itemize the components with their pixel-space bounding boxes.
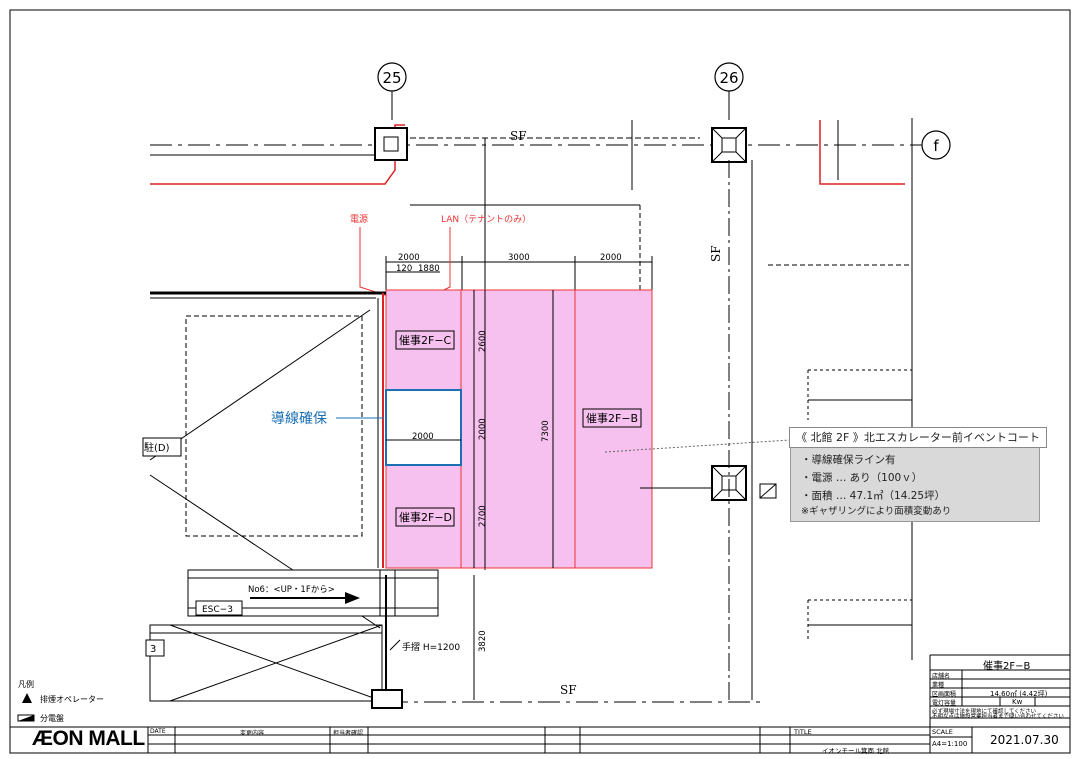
sf-label-bottom: SF (560, 683, 577, 697)
callout-note: ※ギャザリングにより面積変動あり (801, 506, 952, 517)
area-label-b: 催事2F−B (586, 411, 638, 425)
escalator-label: ESC−3 (202, 605, 233, 615)
grid-label-25: 25 (382, 69, 401, 87)
tb-title-value: イオンモール箕面 北館 (822, 747, 890, 755)
tb-scale-value: A4=1:100 (932, 740, 968, 748)
dim-7300: 7300 (541, 420, 551, 442)
tb-row-power: 電灯容量 (932, 700, 957, 707)
tb-note-1: 必ず現場寸法を現地にて確認してください (932, 709, 1037, 715)
tb-area-value: 14.60㎡ (4.42坪) (990, 690, 1048, 698)
handrail-label: 手摺 H=1200 (402, 641, 460, 653)
dim-2000-v: 2000 (478, 418, 488, 440)
area-label-d: 催事2F−D (399, 510, 452, 524)
callout-title: 《 北館 2F 》北エスカレーター前イベントコート (789, 427, 1047, 448)
sf-label-top: SF (510, 129, 527, 143)
tb-scale-label: SCALE (932, 728, 953, 736)
legend-distribution-board: 分電盤 (40, 714, 64, 723)
grid-label-26: 26 (719, 69, 738, 87)
callout-line-power: ・電源 … あり（100ｖ） (801, 472, 923, 484)
lan-label: LAN（テナントのみ） (441, 214, 531, 225)
tb-row-store: 店舗名 (932, 673, 951, 680)
tb-row-area: 区画面積 (932, 691, 957, 698)
legend-smoke-operator: 排煙オペレーター (40, 695, 104, 704)
area-2f-center (460, 289, 576, 569)
area-2f-b (574, 289, 653, 569)
callout-line-area: ・面積 … 47.1㎡（14.25坪） (801, 490, 946, 502)
tb-check-label: 担当者確認 (333, 730, 364, 737)
dim-2700: 2700 (478, 505, 488, 527)
dim-2000-left: 2000 (398, 253, 420, 263)
dim-1880: 1880 (418, 264, 440, 274)
route-label: 導線確保 (271, 411, 327, 427)
room-d-label: 駐(D) (144, 441, 170, 454)
tb-row-type: 業種 (932, 682, 945, 689)
dim-2600: 2600 (478, 330, 488, 352)
route-box (385, 389, 462, 466)
callout-line-route: ・導線確保ライン有 (801, 454, 896, 466)
tb-revision-label: 変更内容 (240, 730, 265, 737)
grid-label-f: f (933, 137, 939, 155)
tb-note-2: 不明な点は施設営業担当者まで問い合わせてください (932, 714, 1064, 720)
dim-3000: 3000 (508, 253, 530, 263)
sf-label-vertical: SF (709, 245, 723, 262)
tb-date-label: DATE (150, 728, 166, 735)
dim-3820: 3820 (478, 630, 488, 652)
power-label: 電源 (350, 214, 368, 225)
tb-date: 2021.07.30 (990, 733, 1059, 747)
stair-number: 3 (150, 644, 156, 655)
tb-name: 催事2F−B (983, 661, 1031, 672)
escalator-note: No6：<UP・1Fから> (248, 585, 335, 595)
dim-120: 120 (396, 264, 412, 274)
tb-kw: Kw (1012, 698, 1023, 706)
event-court-callout: 《 北館 2F 》北エスカレーター前イベントコート ・導線確保ライン有 ・電源 … (789, 427, 1047, 522)
dim-2000-right: 2000 (600, 253, 622, 263)
aeon-mall-logo: ÆON MALL (32, 727, 145, 750)
inner-dim-2000: 2000 (412, 432, 434, 442)
area-label-c: 催事2F−C (399, 333, 452, 347)
legend-title: 凡例 (18, 680, 34, 689)
tb-title-label: TITLE (794, 728, 812, 736)
